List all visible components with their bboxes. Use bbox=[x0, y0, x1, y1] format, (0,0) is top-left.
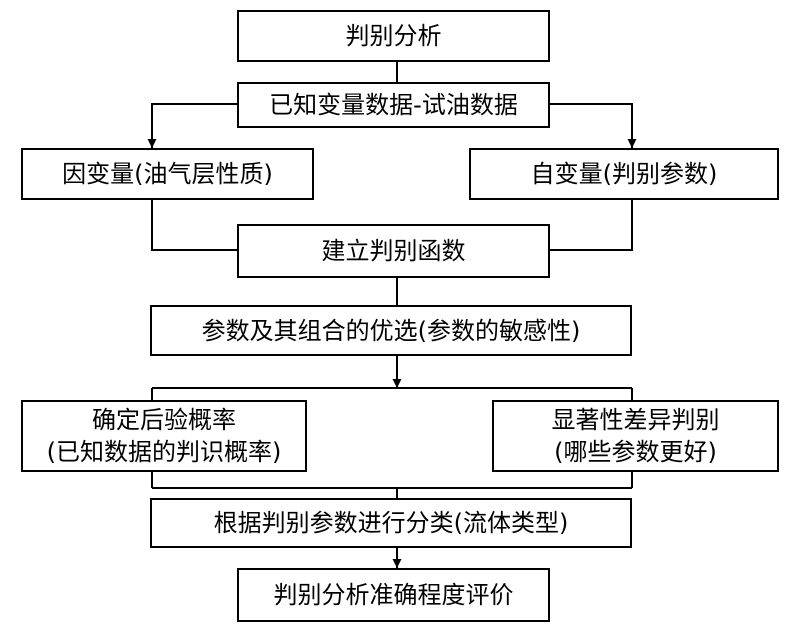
edge-n4-n5 bbox=[550, 200, 633, 251]
node-known-data: 已知变量数据-试油数据 bbox=[237, 82, 550, 128]
node-posterior-probability: 确定后验概率 (已知数据的判识概率) bbox=[21, 400, 307, 472]
node-text-line: (哪些参数更好) bbox=[554, 438, 717, 466]
node-discriminant-analysis: 判别分析 bbox=[237, 10, 550, 62]
node-accuracy-evaluation: 判别分析准确程度评价 bbox=[237, 568, 550, 622]
node-text-line: 确定后验概率 bbox=[92, 406, 236, 434]
edge-n2-n4 bbox=[550, 103, 637, 148]
node-text-line: 判别分析 bbox=[345, 22, 442, 50]
edge-n2-n3 bbox=[147, 103, 237, 148]
node-text-line: 已知变量数据-试油数据 bbox=[269, 91, 518, 119]
node-text-line: 显著性差异判别 bbox=[551, 406, 720, 434]
node-text-line: 参数及其组合的优选(参数的敏感性) bbox=[201, 316, 581, 345]
node-text-line: 自变量(判别参数) bbox=[530, 160, 718, 188]
node-dependent-variable: 因变量(油气层性质) bbox=[21, 148, 314, 200]
node-significance-test: 显著性差异判别 (哪些参数更好) bbox=[492, 400, 779, 472]
node-text-line: (已知数据的判识概率) bbox=[46, 438, 282, 466]
node-text-line: 根据判别参数进行分类(流体类型) bbox=[213, 509, 569, 537]
node-build-function: 建立判别函数 bbox=[237, 224, 550, 278]
node-classification: 根据判别参数进行分类(流体类型) bbox=[150, 498, 632, 548]
edge-n3-n5 bbox=[151, 200, 237, 251]
node-text-line: 建立判别函数 bbox=[321, 237, 466, 265]
node-text-line: 判别分析准确程度评价 bbox=[273, 581, 514, 609]
node-independent-variable: 自变量(判别参数) bbox=[469, 148, 779, 200]
node-text-line: 因变量(油气层性质) bbox=[62, 160, 273, 188]
node-parameter-optimization: 参数及其组合的优选(参数的敏感性) bbox=[150, 305, 632, 356]
